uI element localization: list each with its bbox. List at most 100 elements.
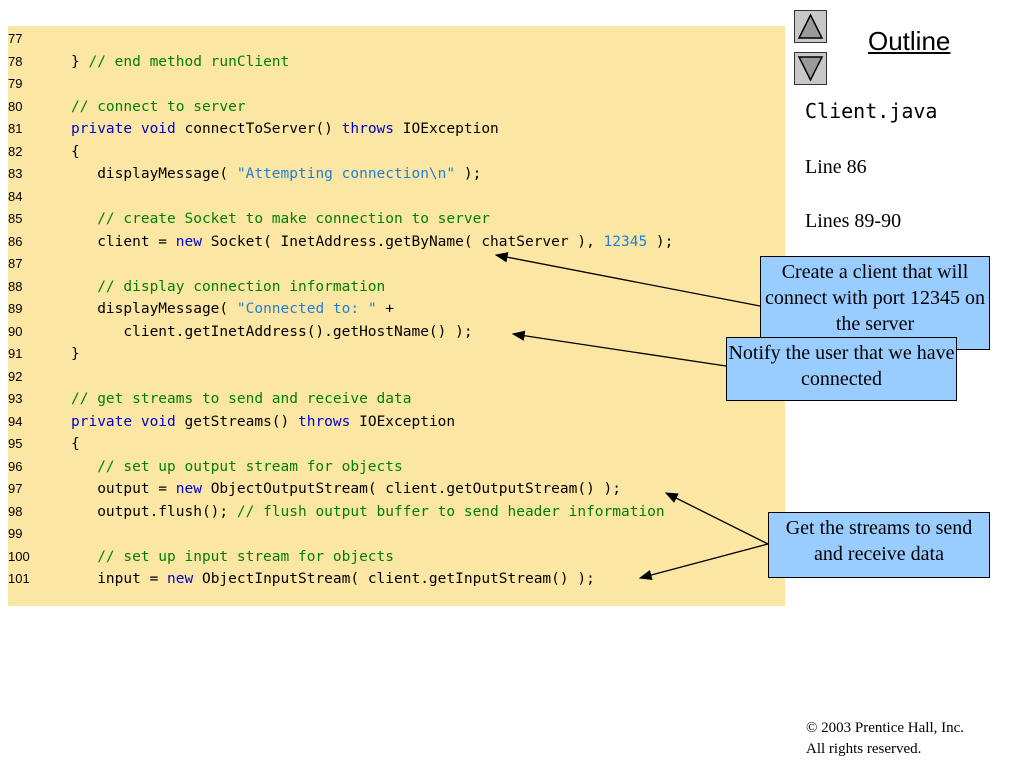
code-token-keyword: new [175,481,202,497]
line-number: 91 [8,346,23,361]
code-token-string: "Connected to: " [236,301,377,317]
arrow-to-line-86 [494,252,761,307]
code-token-number: 12345 [603,233,648,250]
code-text: displayMessage( "Attempting connection\n… [71,163,481,185]
code-token-plain: output.flush(); [71,503,237,520]
previous-slide-button[interactable] [794,10,827,43]
line-number: 94 [8,413,23,429]
triangle-down-icon [797,56,824,82]
code-token-plain: + [376,301,395,317]
line-number: 80 [8,98,23,114]
line-number: 77 [8,31,23,46]
code-text: } // end method runClient [71,51,289,73]
code-token-comment: // connect to server [71,98,246,115]
code-token-comment: // set up input stream for objects [71,548,395,565]
code-token-comment: // flush output buffer to send header in… [236,503,665,520]
code-token-keyword: new [167,571,194,587]
line-number: 84 [8,188,23,204]
code-token-keyword: void [140,121,176,137]
code-token-comment: // display connection information [71,278,386,295]
line-number: 82 [8,143,23,159]
copyright: © 2003 Prentice Hall, Inc. All rights re… [806,718,964,760]
line-number: 78 [8,53,23,69]
code-token-plain: connectToServer() [175,121,342,137]
line-number: 79 [8,76,23,91]
code-token-comment: // set up output stream for objects [71,458,403,475]
line-number: 86 [8,233,23,249]
code-token-plain: displayMessage( [71,166,237,182]
line-number: 101 [8,571,30,586]
line-number: 90 [8,323,23,339]
code-token-keyword: private [71,121,133,137]
next-slide-button[interactable] [794,52,827,85]
code-token-plain: } [71,53,89,70]
code-token-plain: ObjectOutputStream( client.getOutputStre… [201,481,621,497]
code-token-comment: // end method runClient [88,53,290,70]
code-token-plain: input = [71,571,168,587]
code-text: // set up input stream for objects [71,546,394,568]
code-text: // set up output stream for objects [71,456,403,478]
code-token-keyword: void [140,413,176,430]
outline-title[interactable]: Outline [868,26,951,56]
code-token-comment: // create Socket to make connection to s… [71,211,491,227]
code-token-plain: output = [71,481,176,497]
line-number: 96 [8,458,23,474]
line-number: 81 [8,121,23,136]
code-text: private void connectToServer() throws IO… [71,118,499,140]
code-token-keyword: private [71,413,133,430]
code-token-keyword: new [175,233,202,250]
code-text: client = new Socket( InetAddress.getByNa… [71,231,673,253]
code-token-plain: { [71,436,80,452]
code-token-plain: ObjectInputStream( client.getInputStream… [193,571,595,587]
code-token-plain: } [71,346,80,362]
callout-notify-user: Notify the user that we have connected [726,337,957,401]
code-token-plain: client = [71,233,176,250]
code-token-plain: { [71,143,80,160]
code-token-plain: ); [647,233,674,250]
line-number: 93 [8,391,23,406]
line-number: 83 [8,166,23,181]
line-number: 100 [8,548,30,564]
code-token-plain: displayMessage( [71,301,237,317]
code-text: output = new ObjectOutputStream( client.… [71,478,621,500]
arrow-to-line-90 [511,330,727,367]
line-number: 85 [8,211,23,226]
code-token-plain: Socket( InetAddress.getByName( chatServe… [201,233,604,250]
code-text: input = new ObjectInputStream( client.ge… [71,568,595,590]
callout-get-streams: Get the streams to send and receive data [768,512,990,578]
line-ref-89-90: Lines 89-90 [805,210,902,232]
code-text: { [71,141,80,163]
code-token-plain: IOException [394,121,499,137]
line-number: 98 [8,503,23,519]
code-token-plain: client.getInetAddress().getHostName() ); [71,323,473,340]
line-number: 89 [8,301,23,316]
line-ref-86: Line 86 [805,156,867,178]
code-token-string: "Attempting connection\n" [236,166,456,182]
triangle-up-icon [797,13,824,39]
code-text: // create Socket to make connection to s… [71,208,490,230]
callout-create-client: Create a client that will connect with p… [760,256,990,350]
copyright-line-1: © 2003 Prentice Hall, Inc. [806,720,965,736]
code-text: { [71,433,80,455]
code-token-plain: getStreams() [175,413,298,430]
copyright-line-2: All rights reserved. [806,741,922,757]
code-token-plain: ); [455,166,482,182]
line-number: 87 [8,256,23,271]
code-text: // get streams to send and receive data [71,388,411,410]
code-text: // connect to server [71,96,246,118]
line-number: 92 [8,368,23,384]
code-text: // display connection information [71,276,385,298]
line-number: 88 [8,278,23,294]
code-text: displayMessage( "Connected to: " + [71,298,394,320]
file-name: Client.java [805,99,938,123]
code-text: private void getStreams() throws IOExcep… [71,411,455,433]
code-token-comment: // get streams to send and receive data [71,391,412,407]
code-token-plain: IOException [350,413,456,430]
line-number: 99 [8,526,23,541]
arrow-to-line-101 [638,543,769,581]
code-token-keyword: throws [341,121,395,137]
code-token-keyword: throws [297,413,351,430]
line-number: 95 [8,436,23,451]
arrow-to-line-97 [664,492,769,545]
